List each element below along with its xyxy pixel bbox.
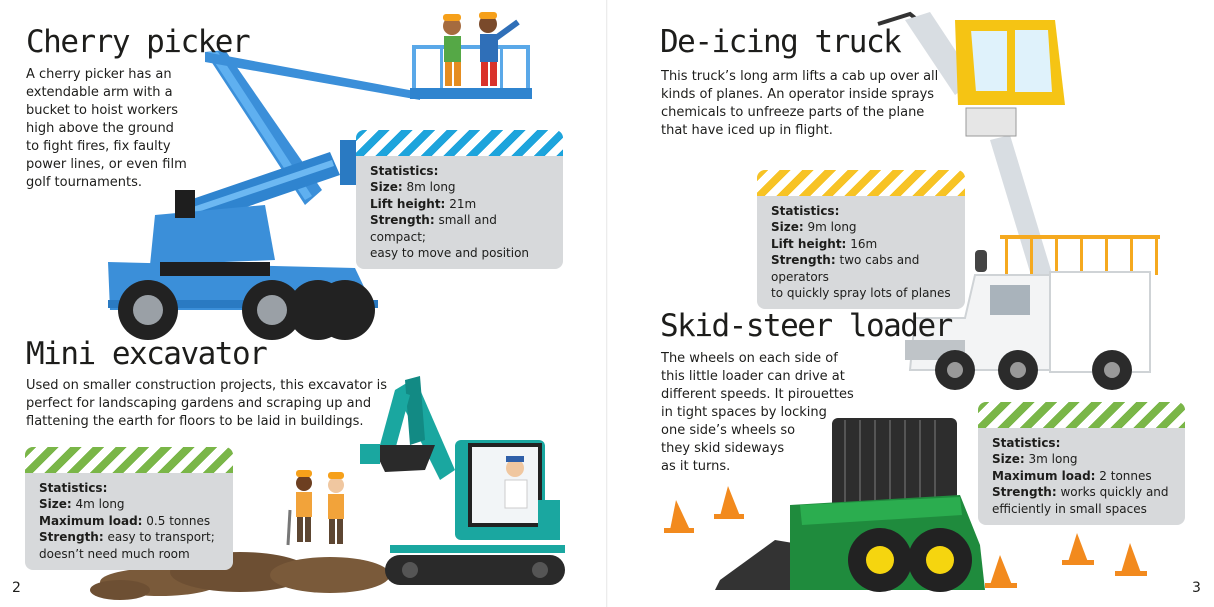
stats-heading: Statistics: — [39, 481, 108, 495]
deicing-truck-title: De-icing truck — [660, 24, 902, 60]
text-line: that have iced up in flight. — [661, 123, 833, 138]
skid-steer-title: Skid-steer loader — [660, 308, 953, 344]
stats-row: Maximum load: 2 tonnes — [992, 468, 1152, 483]
page-number-right: 3 — [1192, 580, 1201, 596]
stripe-band — [978, 402, 1185, 428]
skid-steer-stats-card: Statistics: Size: 3m long Maximum load: … — [978, 402, 1185, 526]
traffic-cone-icon — [664, 486, 1147, 588]
stats-row: Maximum load: 0.5 tonnes — [39, 513, 211, 528]
mini-excavator-stats-card: Statistics: Size: 4m long Maximum load: … — [25, 447, 233, 571]
text-line: The wheels on each side of — [661, 351, 838, 366]
text-line: in tight spaces by locking — [661, 405, 827, 420]
text-line: Used on smaller construction projects, t… — [26, 378, 388, 393]
text-line: high above the ground — [26, 121, 174, 136]
text-line: perfect for landscaping gardens and scra… — [26, 396, 372, 411]
stripe-band — [25, 447, 233, 473]
stats-extra: easy to move and position — [370, 246, 530, 261]
text-line: different speeds. It pirouettes — [661, 387, 854, 402]
deicing-truck-stats-card: Statistics: Size: 9m long Lift height: 1… — [757, 170, 965, 310]
skid-steer-description: The wheels on each side of this little l… — [661, 350, 861, 476]
text-line: This truck’s long arm lifts a cab up ove… — [661, 69, 939, 84]
text-line: this little loader can drive at — [661, 369, 845, 384]
stats-extra: to quickly spray lots of planes — [771, 286, 951, 301]
mini-excavator-title: Mini excavator — [26, 336, 268, 372]
text-line: they skid sideways — [661, 441, 785, 456]
text-line: A cherry picker has an — [26, 67, 172, 82]
cherry-picker-title: Cherry picker — [26, 24, 251, 60]
page-number-left: 2 — [12, 580, 21, 596]
stats-heading: Statistics: — [771, 204, 840, 218]
stats-row: Strength: works quickly and — [992, 485, 1169, 500]
text-line: power lines, or even film — [26, 157, 187, 172]
text-line: golf tournaments. — [26, 175, 143, 190]
text-line: one side’s wheels so — [661, 423, 796, 438]
text-line: to fight fires, fix faulty — [26, 139, 171, 154]
page-gutter — [606, 0, 608, 607]
stats-row: Size: 3m long — [992, 452, 1078, 467]
stripe-band — [757, 170, 965, 196]
stats-row: Strength: small and compact; — [370, 213, 497, 244]
text-line: extendable arm with a — [26, 85, 173, 100]
text-line: flattening the earth for floors to be la… — [26, 414, 364, 429]
stats-heading: Statistics: — [370, 164, 439, 178]
stats-extra: doesn’t need much room — [39, 546, 190, 561]
stats-row: Size: 8m long — [370, 180, 456, 195]
cherry-picker-stats-card: Statistics: Size: 8m long Lift height: 2… — [356, 130, 563, 270]
stats-extra: efficiently in small spaces — [992, 501, 1147, 516]
stats-row: Strength: easy to transport; — [39, 530, 215, 545]
text-line: as it turns. — [661, 459, 731, 474]
stats-row: Lift height: 16m — [771, 236, 878, 251]
deicing-truck-description: This truck’s long arm lifts a cab up ove… — [661, 68, 961, 140]
cherry-picker-description: A cherry picker has an extendable arm wi… — [26, 66, 201, 192]
stripe-band — [356, 130, 563, 156]
text-line: chemicals to unfreeze parts of the plane — [661, 105, 925, 120]
stats-row: Lift height: 21m — [370, 196, 477, 211]
stats-heading: Statistics: — [992, 436, 1061, 450]
text-line: kinds of planes. An operator inside spra… — [661, 87, 935, 102]
mini-excavator-description: Used on smaller construction projects, t… — [26, 377, 406, 431]
stats-row: Size: 9m long — [771, 220, 857, 235]
stats-row: Size: 4m long — [39, 497, 125, 512]
stats-row: Strength: two cabs and operators — [771, 253, 920, 284]
text-line: bucket to hoist workers — [26, 103, 179, 118]
